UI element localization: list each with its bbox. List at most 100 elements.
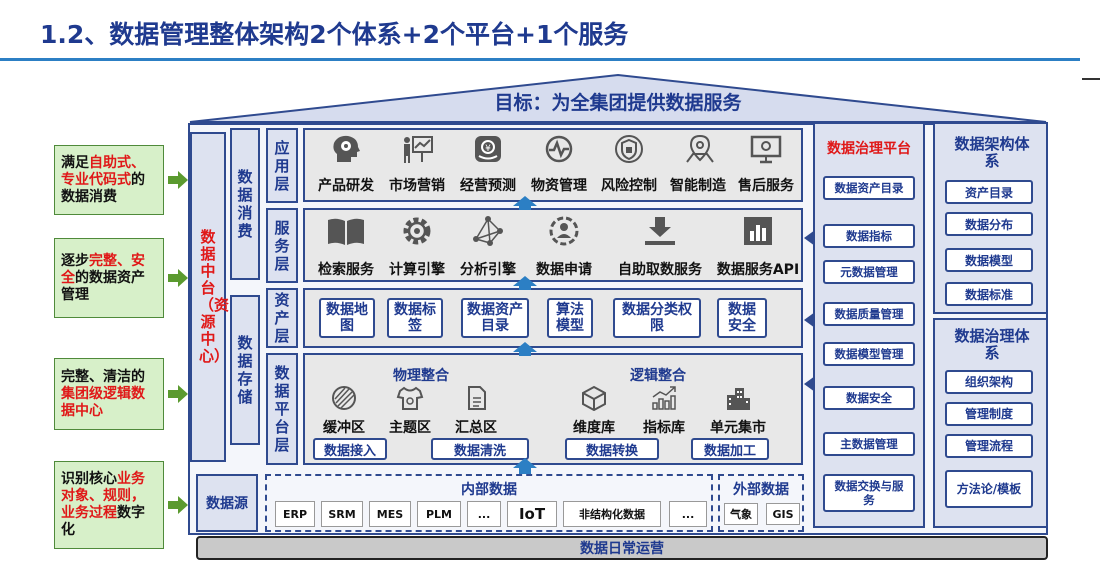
data-source-block: 数据源 [196,474,258,532]
page-title: 1.2、数据管理整体架构2个体系+2个平台+1个服务 [40,20,629,49]
gov-platform-item: 主数据管理 [823,432,915,456]
platform-zone-label: 维度库 [573,420,615,436]
layer-service-label: 服务层 [274,218,290,273]
arch-system-item: 数据分布 [945,212,1033,236]
left-note-text: 识别核心业务对象、规则，业务过程数字化 [61,471,157,539]
app-item-label: 经营预测 [460,178,516,194]
layer-asset: 资产层 [266,288,298,348]
platform-zone-label: 单元集市 [710,420,766,436]
physical-integration-label: 物理整合 [393,368,449,384]
left-note-part: 集团级逻辑数据中心 [61,385,145,419]
platform-zone-label: 主题区 [389,420,431,436]
arch-system-panel: 数据架构体系 资产目录数据分布数据模型数据标准 [933,122,1048,314]
platform-step-chip: 数据接入 [313,438,387,460]
governance-platform-title: 数据治理平台 [827,141,911,157]
gov-platform-item: 数据交换与服务 [823,474,915,512]
right-arrow-icon [168,496,188,518]
data-ops-bar: 数据日常运营 [196,536,1048,560]
platform-step-chip: 数据转换 [565,438,659,460]
left-note-part: 数字化 [61,505,145,538]
left-note-part: 完整、清洁的 [61,368,145,385]
left-note: 逐步完整、安全的数据资产管理 [54,238,164,318]
layer-asset-label: 资产层 [274,291,290,345]
internal-source-chip: ... [669,501,707,527]
layer-service: 服务层 [266,208,298,283]
monitor-gear-icon [749,134,783,168]
logical-integration-label: 逻辑整合 [630,368,686,384]
internal-source-chip: IoT [507,501,557,527]
gov-platform-item: 数据资产目录 [823,176,915,200]
cog-icon [397,215,437,251]
data-consume-label: 数据消费 [237,168,253,240]
platform-zone-label: 缓冲区 [323,420,365,436]
service-item-label: 数据申请 [536,262,592,278]
network-icon [468,215,508,251]
gov-system-item: 组织架构 [945,370,1033,394]
governance-arrows [804,230,815,392]
left-note-part: 的数据消费 [61,171,145,205]
building-icon [723,385,753,415]
external-source-chip: 气象 [724,503,758,525]
data-consume-block: 数据消费 [230,128,260,280]
gov-platform-item: 元数据管理 [823,260,915,284]
app-item-label: 售后服务 [738,178,794,194]
doc-icon [461,385,491,415]
data-storage-block: 数据存储 [230,295,260,445]
platform-layer-panel: 物理整合 逻辑整合 缓冲区主题区汇总区维度库指标库单元集市 数据接入数据清洗数据… [303,353,803,465]
money-icon: ¥ [471,134,505,168]
left-note-part: 业务对象、规则，业务过程 [61,471,145,521]
data-storage-label: 数据存储 [237,334,253,406]
disc-icon [329,385,359,415]
left-note-part: 自助式、专业代码式 [61,154,145,188]
asset-item-chip: 数据地图 [319,298,375,338]
gov-system-item: 方法论/模板 [945,470,1033,508]
data-center-column: 数据中台（资源中心） [190,132,229,462]
goal-banner: 目标：为全集团提供数据服务 [494,92,742,114]
governance-platform-panel: 数据治理平台 数据资产目录数据指标元数据管理数据质量管理数据模型管理数据安全主数… [813,122,925,528]
arch-system-title: 数据架构体系 [954,135,1030,170]
pulse-icon [542,134,576,168]
left-note-text: 满足自助式、专业代码式的数据消费 [61,155,157,206]
service-item-label: 检索服务 [318,262,374,278]
left-note-part: 识别核心 [61,471,117,487]
cube-icon [579,385,609,415]
external-data-label: 外部数据 [733,482,789,498]
service-item-label: 数据服务API [716,262,800,278]
asset-item-chip: 算法模型 [547,298,593,338]
book-icon [326,215,366,251]
left-note: 识别核心业务对象、规则，业务过程数字化 [54,461,164,549]
right-arrow-icon [168,269,188,291]
internal-source-chip: MES [369,501,411,527]
service-layer-panel: 检索服务计算引擎分析引擎数据申请自助取数服务数据服务API [303,208,803,282]
asset-item-chip: 数据安全 [717,298,767,338]
internal-source-chip: 非结构化数据 [563,501,661,527]
left-note-part: 完整、安全 [61,252,145,286]
left-note: 满足自助式、专业代码式的数据消费 [54,145,164,215]
internal-data-label: 内部数据 [461,482,517,498]
chart-icon [738,215,778,251]
layer-app-label: 应用层 [274,138,290,193]
layer-platform: 数据平台层 [266,353,298,465]
data-source-label: 数据源 [206,496,248,512]
shirt-icon [395,385,425,415]
platform-step-chip: 数据清洗 [431,438,529,460]
service-item-label: 自助取数服务 [618,262,702,278]
svg-text:¥: ¥ [485,144,491,154]
service-item-label: 计算引擎 [389,262,445,278]
internal-source-chip: SRM [321,501,363,527]
arch-system-item: 数据模型 [945,248,1033,272]
gear-head-icon [329,134,363,168]
asset-item-chip: 数据资产目录 [461,298,529,338]
download-icon [640,215,680,251]
app-item-label: 市场营销 [389,178,445,194]
internal-source-chip: ... [467,501,501,527]
left-note-text: 完整、清洁的集团级逻辑数据中心 [61,369,157,420]
app-item-label: 风险控制 [601,178,657,194]
platform-zone-label: 汇总区 [455,420,497,436]
user-circle-icon [544,215,584,251]
platform-step-chip: 数据加工 [691,438,769,460]
app-item-label: 智能制造 [670,178,726,194]
layer-platform-label: 数据平台层 [274,364,290,454]
